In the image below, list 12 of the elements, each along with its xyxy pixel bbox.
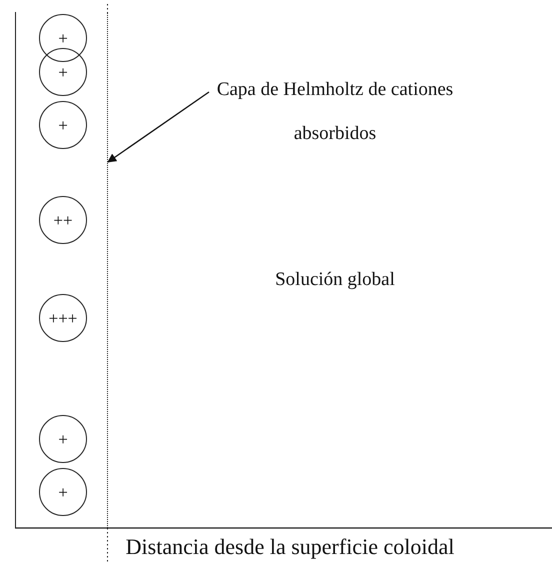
callout-text: Capa de Helmholtz de cationes absorbidos [215, 68, 455, 156]
cation-circle: + [39, 468, 87, 516]
cation-circle: ++ [39, 196, 87, 244]
axis-label: Distancia desde la superficie coloidal [124, 533, 456, 561]
cation-circle: +++ [39, 294, 87, 342]
cation-circle: + [39, 415, 87, 463]
cation-circle: + [39, 48, 87, 96]
cation-circle: + [39, 101, 87, 149]
leader-arrow [107, 91, 210, 163]
region-label: Solución global [274, 268, 396, 292]
helmholtz-layer-region [15, 12, 108, 528]
cation-circle: + [39, 14, 87, 62]
